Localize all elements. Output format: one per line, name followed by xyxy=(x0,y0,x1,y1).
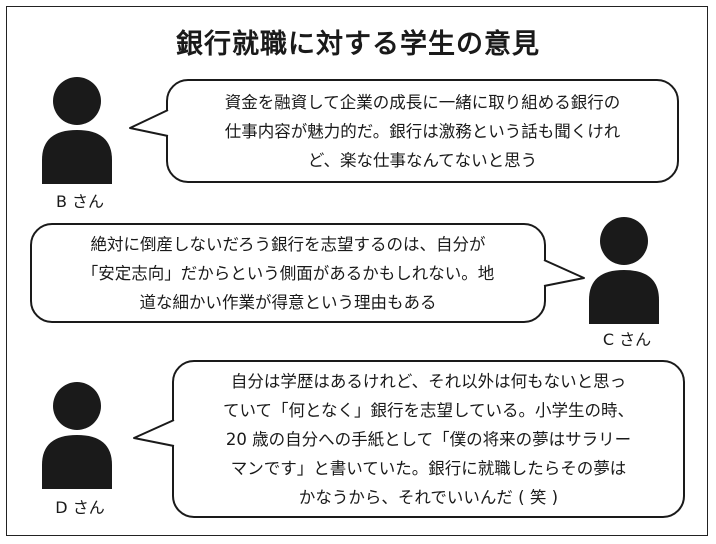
person-d-avatar-icon xyxy=(42,382,112,489)
opinion-c-text: 絶対に倒産しないだろう銀行を志望するのは、自分が 「安定志向」だからという側面が… xyxy=(81,234,495,312)
person-b-name: B さん xyxy=(55,192,105,211)
figure-title: 銀行就職に対する学生の意見 xyxy=(176,29,540,60)
speech-bubble-c: 絶対に倒産しないだろう銀行を志望するのは、自分が 「安定志向」だからという側面が… xyxy=(30,223,546,323)
person-d-name: D さん xyxy=(55,498,105,517)
speech-bubble-d: 自分は学歴はあるけれど、それ以外は何もないと思っ ていて「何となく」銀行を志望し… xyxy=(172,360,685,518)
person-b-avatar-icon xyxy=(42,77,112,184)
speech-bubble-b: 資金を融資して企業の成長に一緒に取り組める銀行の 仕事内容が魅力的だ。銀行は激務… xyxy=(166,79,679,183)
person-c-avatar-icon xyxy=(589,217,659,324)
opinion-d-text: 自分は学歴はあるけれど、それ以外は何もないと思っ ていて「何となく」銀行を志望し… xyxy=(222,371,634,507)
speech-bubble-d-tail xyxy=(133,419,175,447)
speech-bubble-b-tail xyxy=(129,109,169,137)
speech-bubble-c-tail xyxy=(543,259,585,287)
opinion-b-text: 資金を融資して企業の成長に一緒に取り組める銀行の 仕事内容が魅力的だ。銀行は激務… xyxy=(224,92,621,170)
person-c-name: C さん xyxy=(602,330,652,349)
